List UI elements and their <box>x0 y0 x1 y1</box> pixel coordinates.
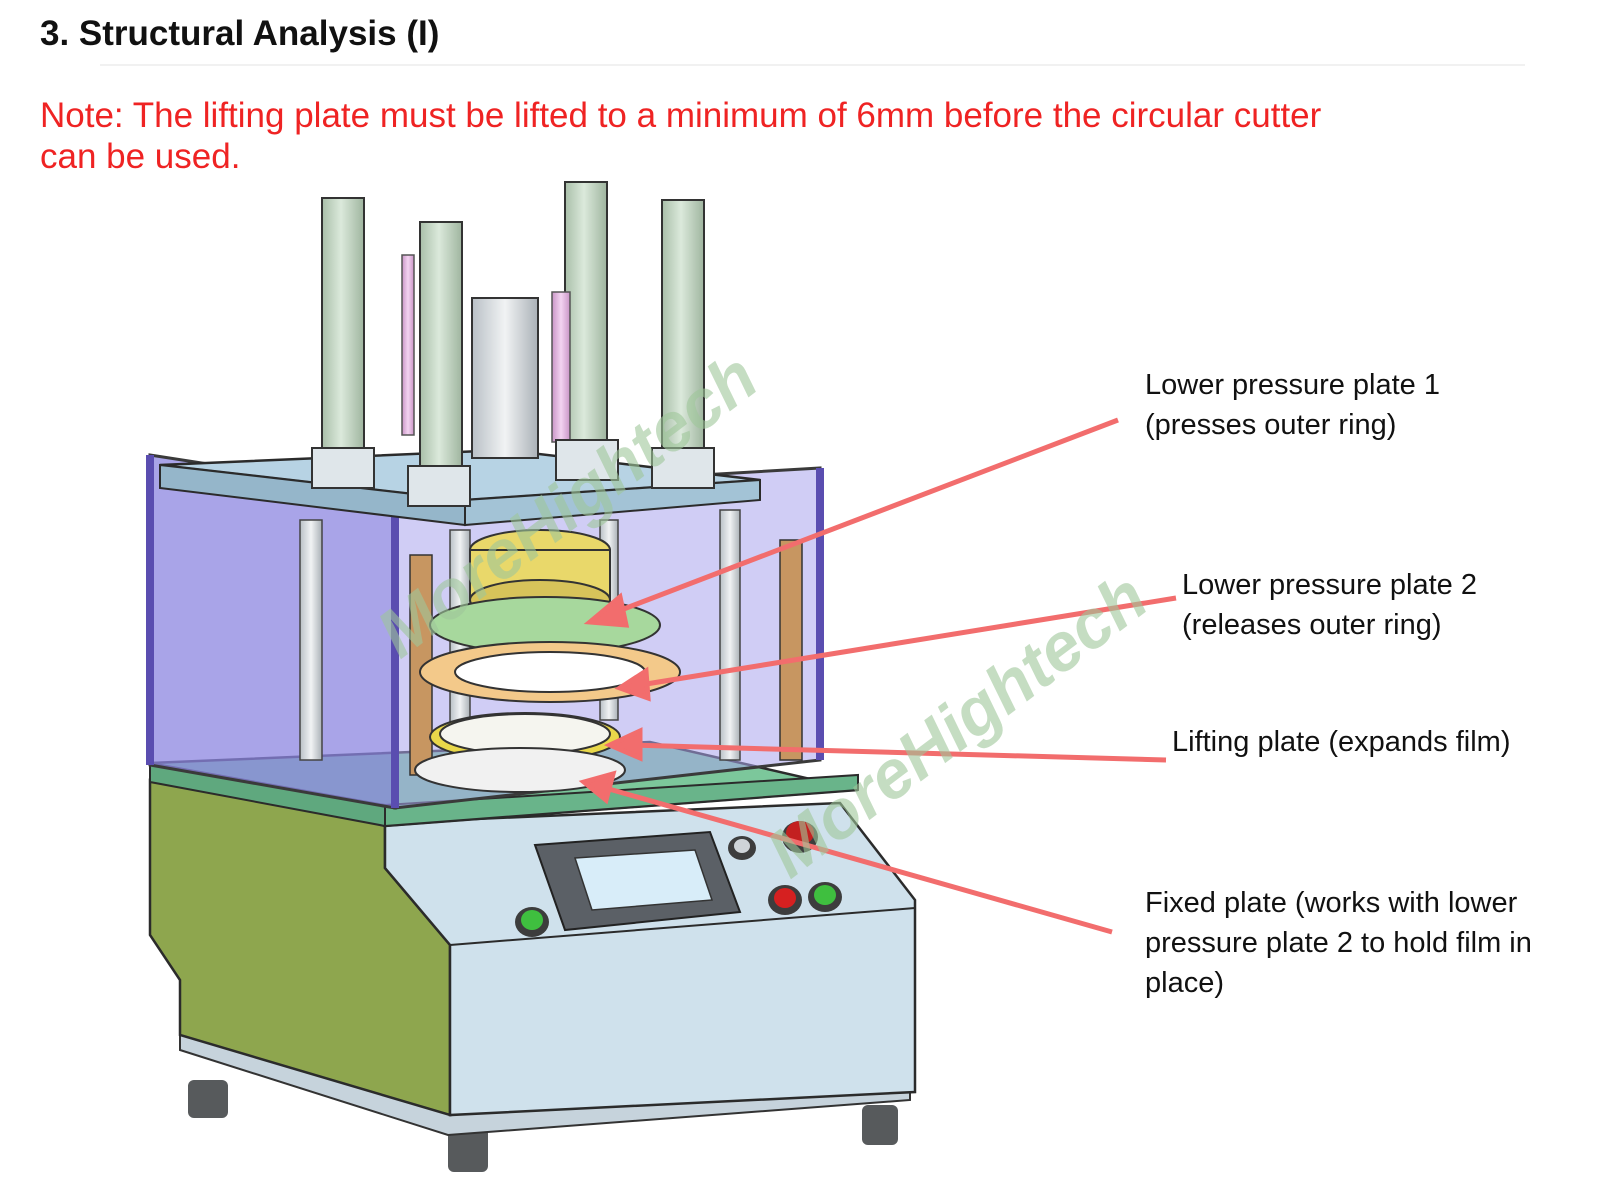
warning-note: Note: The lifting plate must be lifted t… <box>40 96 1322 176</box>
guide-rods-pink <box>401 254 571 443</box>
control-buttons <box>515 821 842 937</box>
title-divider <box>100 64 1525 66</box>
callout-arrows <box>578 417 1177 935</box>
pneumatic-cylinders <box>321 181 705 473</box>
label-lower-pressure-plate-2: Lower pressure plate 2(releases outer ri… <box>1182 569 1477 641</box>
page-title: 3. Structural Analysis (I) <box>40 14 440 53</box>
hmi-touchscreen <box>533 830 742 932</box>
pressure-plate-assembly <box>414 529 681 793</box>
guard-frame <box>146 455 824 808</box>
cylinder-mounting-blocks <box>311 439 715 507</box>
label-lower-pressure-plate-1: Lower pressure plate 1(presses outer rin… <box>1145 369 1440 441</box>
side-guide-columns <box>409 539 803 776</box>
control-panel-front <box>383 801 917 1117</box>
label-lifting-plate: Lifting plate (expands film) <box>1172 726 1511 758</box>
